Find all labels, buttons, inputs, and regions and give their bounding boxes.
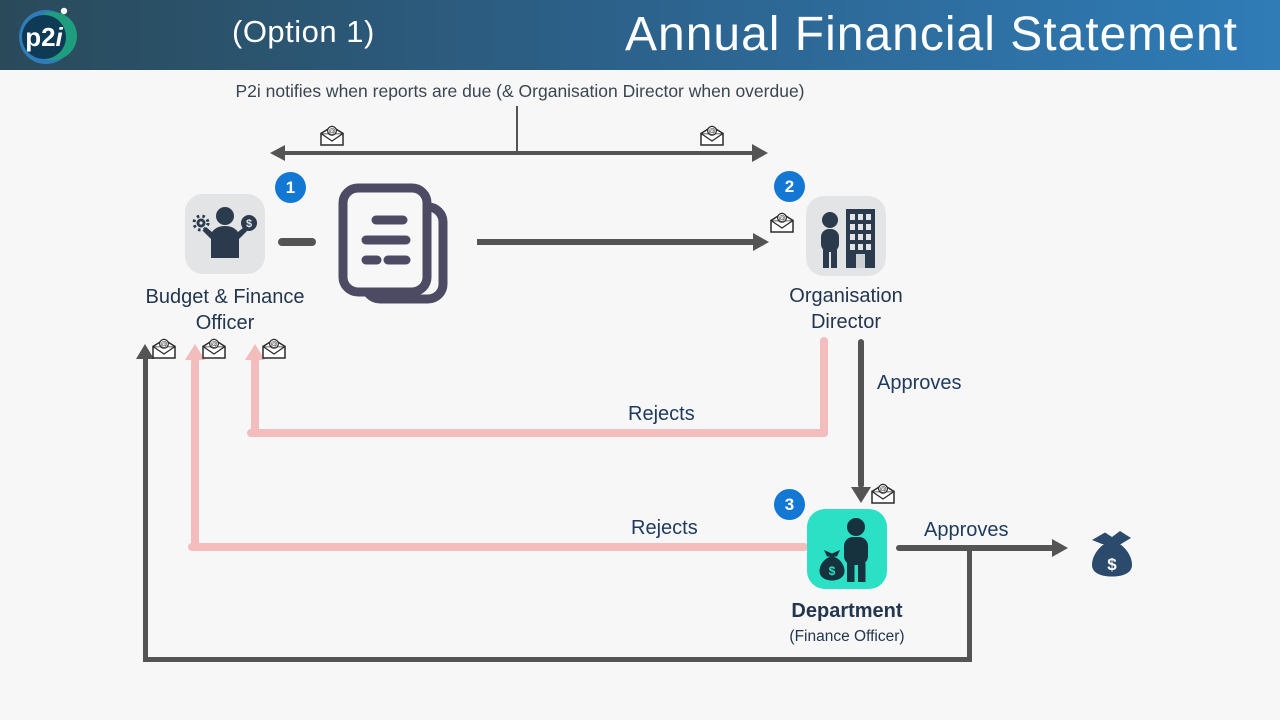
email-icon-notify-left: @ — [320, 125, 344, 146]
reject-od-line-up — [251, 358, 259, 437]
option-label: (Option 1) — [232, 14, 375, 49]
department-finance-icon: $ — [819, 518, 868, 582]
svg-text:@: @ — [328, 128, 335, 135]
budget-officer-label: Budget & Finance Officer — [145, 286, 305, 334]
approve-director-line — [858, 339, 864, 488]
loop-line-left-vertical — [143, 358, 148, 660]
department-node: $ — [807, 509, 887, 589]
approves-label-top: Approves — [877, 372, 962, 394]
loop-arrow-head — [136, 344, 154, 359]
p2i-logo-icon: p2i — [19, 7, 77, 64]
step-badge-1: 1 — [275, 172, 306, 203]
email-icon-notify-right: @ — [700, 125, 724, 146]
person-icon — [822, 212, 838, 228]
money-bag-icon: $ — [1092, 531, 1132, 577]
reject-od-line-horizontal — [247, 429, 828, 437]
approves-label-bottom: Approves — [924, 519, 1009, 541]
organisation-director-icon — [821, 209, 875, 268]
step-badge-2: 2 — [774, 171, 805, 202]
officer-doc-connector — [278, 238, 316, 246]
header-bar: p2i (Option 1) Annual Financial Statemen… — [0, 0, 1280, 70]
svg-text:$: $ — [1107, 555, 1117, 574]
door — [856, 254, 865, 268]
person-icon — [847, 518, 865, 536]
documents-icon — [338, 183, 448, 304]
notification-text: P2i notifies when reports are due (& Org… — [235, 81, 805, 101]
email-icon-director: @ — [770, 212, 794, 233]
reject-od-arrow-head — [245, 344, 265, 360]
department-label: Department (Finance Officer) — [757, 598, 937, 650]
notify-arrow-right-head — [752, 144, 768, 162]
email-icon-officer-2: @ — [202, 338, 226, 359]
organisation-director-node — [806, 196, 886, 276]
svg-text:@: @ — [160, 341, 167, 348]
svg-text:@: @ — [270, 341, 277, 348]
page-title: Annual Financial Statement — [624, 8, 1238, 61]
organisation-director-label: Organisation Director — [789, 285, 903, 333]
step-number-1: 1 — [285, 177, 296, 197]
loop-line-bottom — [143, 657, 972, 662]
notify-arrow-left-head — [270, 145, 285, 161]
svg-text:p2i: p2i — [25, 22, 63, 52]
svg-text:@: @ — [210, 341, 217, 348]
gear-icon — [192, 214, 210, 232]
notify-arrow-line — [284, 151, 756, 155]
department-label-main: Department — [791, 600, 903, 622]
approve-director-arrow-head — [851, 487, 871, 503]
reject-od-line-vertical — [820, 337, 828, 437]
person-icon — [216, 207, 234, 225]
notify-stem-line — [516, 106, 518, 152]
dollar-coin-icon — [241, 215, 257, 231]
reject-dept-arrow-head — [185, 344, 205, 360]
email-icon-department: @ — [871, 483, 895, 504]
money-bag — [819, 556, 845, 581]
email-icon-officer-3: @ — [262, 338, 286, 359]
department-label-sub: (Finance Officer) — [789, 628, 905, 645]
approve-department-arrow-head — [1052, 539, 1068, 557]
svg-text:$: $ — [829, 564, 836, 578]
logo-text: p2 — [25, 22, 55, 52]
svg-text:@: @ — [879, 486, 886, 493]
rejects-label-top: Rejects — [628, 403, 695, 425]
step-number-3: 3 — [784, 494, 795, 514]
doc-to-director-arrow-head — [753, 233, 769, 251]
svg-text:@: @ — [708, 128, 715, 135]
budget-officer-node: $ — [185, 194, 265, 274]
doc-to-director-line — [477, 239, 755, 245]
step-number-2: 2 — [784, 176, 795, 196]
approve-department-line — [896, 545, 1054, 551]
budget-officer-icon: $ — [192, 207, 257, 258]
loop-line-branch-vertical — [967, 548, 972, 660]
money-bag-knot — [824, 550, 840, 557]
email-icon-officer-1: @ — [152, 338, 176, 359]
rejects-label-bottom: Rejects — [631, 517, 698, 539]
svg-text:$: $ — [246, 218, 252, 230]
svg-text:@: @ — [778, 215, 785, 222]
step-badge-3: 3 — [774, 489, 805, 520]
reject-dept-line-up — [191, 358, 199, 551]
reject-dept-line-horizontal — [188, 543, 808, 551]
